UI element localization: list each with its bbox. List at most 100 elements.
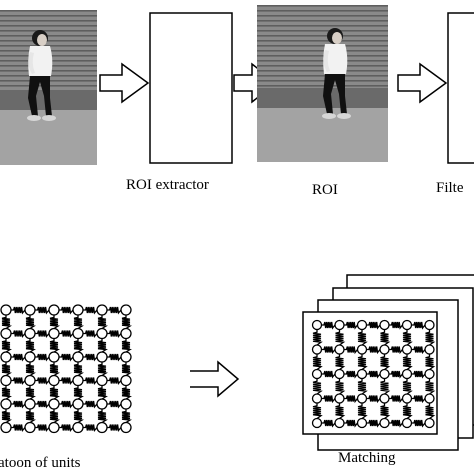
spring (121, 338, 132, 353)
matching-stack (302, 274, 474, 451)
arrow-3 (397, 62, 448, 104)
unit-node (311, 319, 323, 331)
spring (344, 370, 359, 379)
spring (380, 378, 391, 395)
spring (321, 395, 336, 404)
unit-node (96, 304, 108, 316)
spring (97, 409, 108, 424)
filter-box (447, 12, 474, 164)
spring (425, 403, 436, 420)
spring (402, 403, 413, 420)
unit-node (72, 304, 84, 316)
spring (35, 306, 50, 315)
roi-extractor-label: ROI extractor (126, 177, 209, 193)
unit-node (24, 351, 36, 363)
unit-node (401, 344, 413, 355)
spring (389, 346, 404, 355)
spring (97, 338, 108, 353)
unit-node (120, 327, 132, 340)
spring (366, 419, 381, 428)
spring (380, 329, 391, 346)
spring (425, 378, 436, 395)
spring (411, 419, 426, 428)
spring (335, 354, 346, 371)
spring (335, 329, 346, 346)
spring (344, 321, 359, 330)
unit-node (0, 398, 12, 410)
unit-node (72, 327, 84, 340)
unit-node (48, 327, 60, 340)
spring (35, 424, 50, 433)
spring (402, 354, 413, 371)
unit-node (356, 417, 368, 429)
arrow-1 (99, 62, 150, 104)
unit-node (48, 398, 60, 410)
spring (344, 395, 359, 404)
arrow-4 (190, 360, 240, 398)
spring (83, 306, 98, 315)
unit-node (72, 351, 84, 363)
spring (380, 403, 391, 420)
unit-node (24, 327, 36, 340)
spring (49, 385, 60, 400)
spring (59, 330, 74, 339)
spring (25, 409, 36, 424)
unit-node (24, 374, 36, 387)
spring (35, 330, 50, 339)
spring (335, 403, 346, 420)
spring (107, 377, 122, 386)
lattice-of-units (0, 304, 132, 434)
spring (25, 315, 36, 330)
unit-node (96, 374, 108, 387)
unit-node (72, 421, 84, 434)
spring (97, 315, 108, 330)
spring (11, 377, 26, 386)
spring (11, 330, 26, 339)
spring (121, 362, 132, 377)
unit-node (401, 393, 413, 404)
unit-node (379, 417, 390, 429)
spring (35, 353, 50, 362)
spring (49, 409, 60, 424)
unit-node (356, 319, 368, 331)
spring (11, 306, 26, 315)
spring (73, 362, 84, 377)
unit-node (334, 344, 345, 355)
spring (321, 419, 336, 428)
matching-label: Matching (338, 450, 396, 466)
unit-node (0, 304, 12, 316)
unit-node (24, 421, 36, 434)
spring (321, 346, 336, 355)
spring (25, 338, 36, 353)
spring (59, 424, 74, 433)
spring (321, 321, 336, 330)
spring (335, 378, 346, 395)
spring (83, 330, 98, 339)
spring (425, 329, 436, 346)
unit-node (379, 368, 390, 380)
spring (389, 321, 404, 330)
unit-node (120, 374, 132, 387)
unit-node (24, 398, 36, 410)
spring (25, 385, 36, 400)
input-frame-image (0, 10, 97, 165)
unit-node (120, 351, 132, 363)
spring (107, 353, 122, 362)
spring (11, 353, 26, 362)
spring (411, 346, 426, 355)
spring (11, 424, 26, 433)
unit-node (424, 344, 435, 355)
spring (1, 338, 12, 353)
spring (1, 315, 12, 330)
spring (121, 385, 132, 400)
spring (59, 306, 74, 315)
unit-node (311, 368, 323, 380)
spring (107, 424, 122, 433)
roi-extractor-box (149, 12, 233, 164)
unit-node (0, 374, 12, 387)
spring (312, 403, 323, 420)
spring (25, 362, 36, 377)
spring (83, 353, 98, 362)
unit-node (48, 374, 60, 387)
